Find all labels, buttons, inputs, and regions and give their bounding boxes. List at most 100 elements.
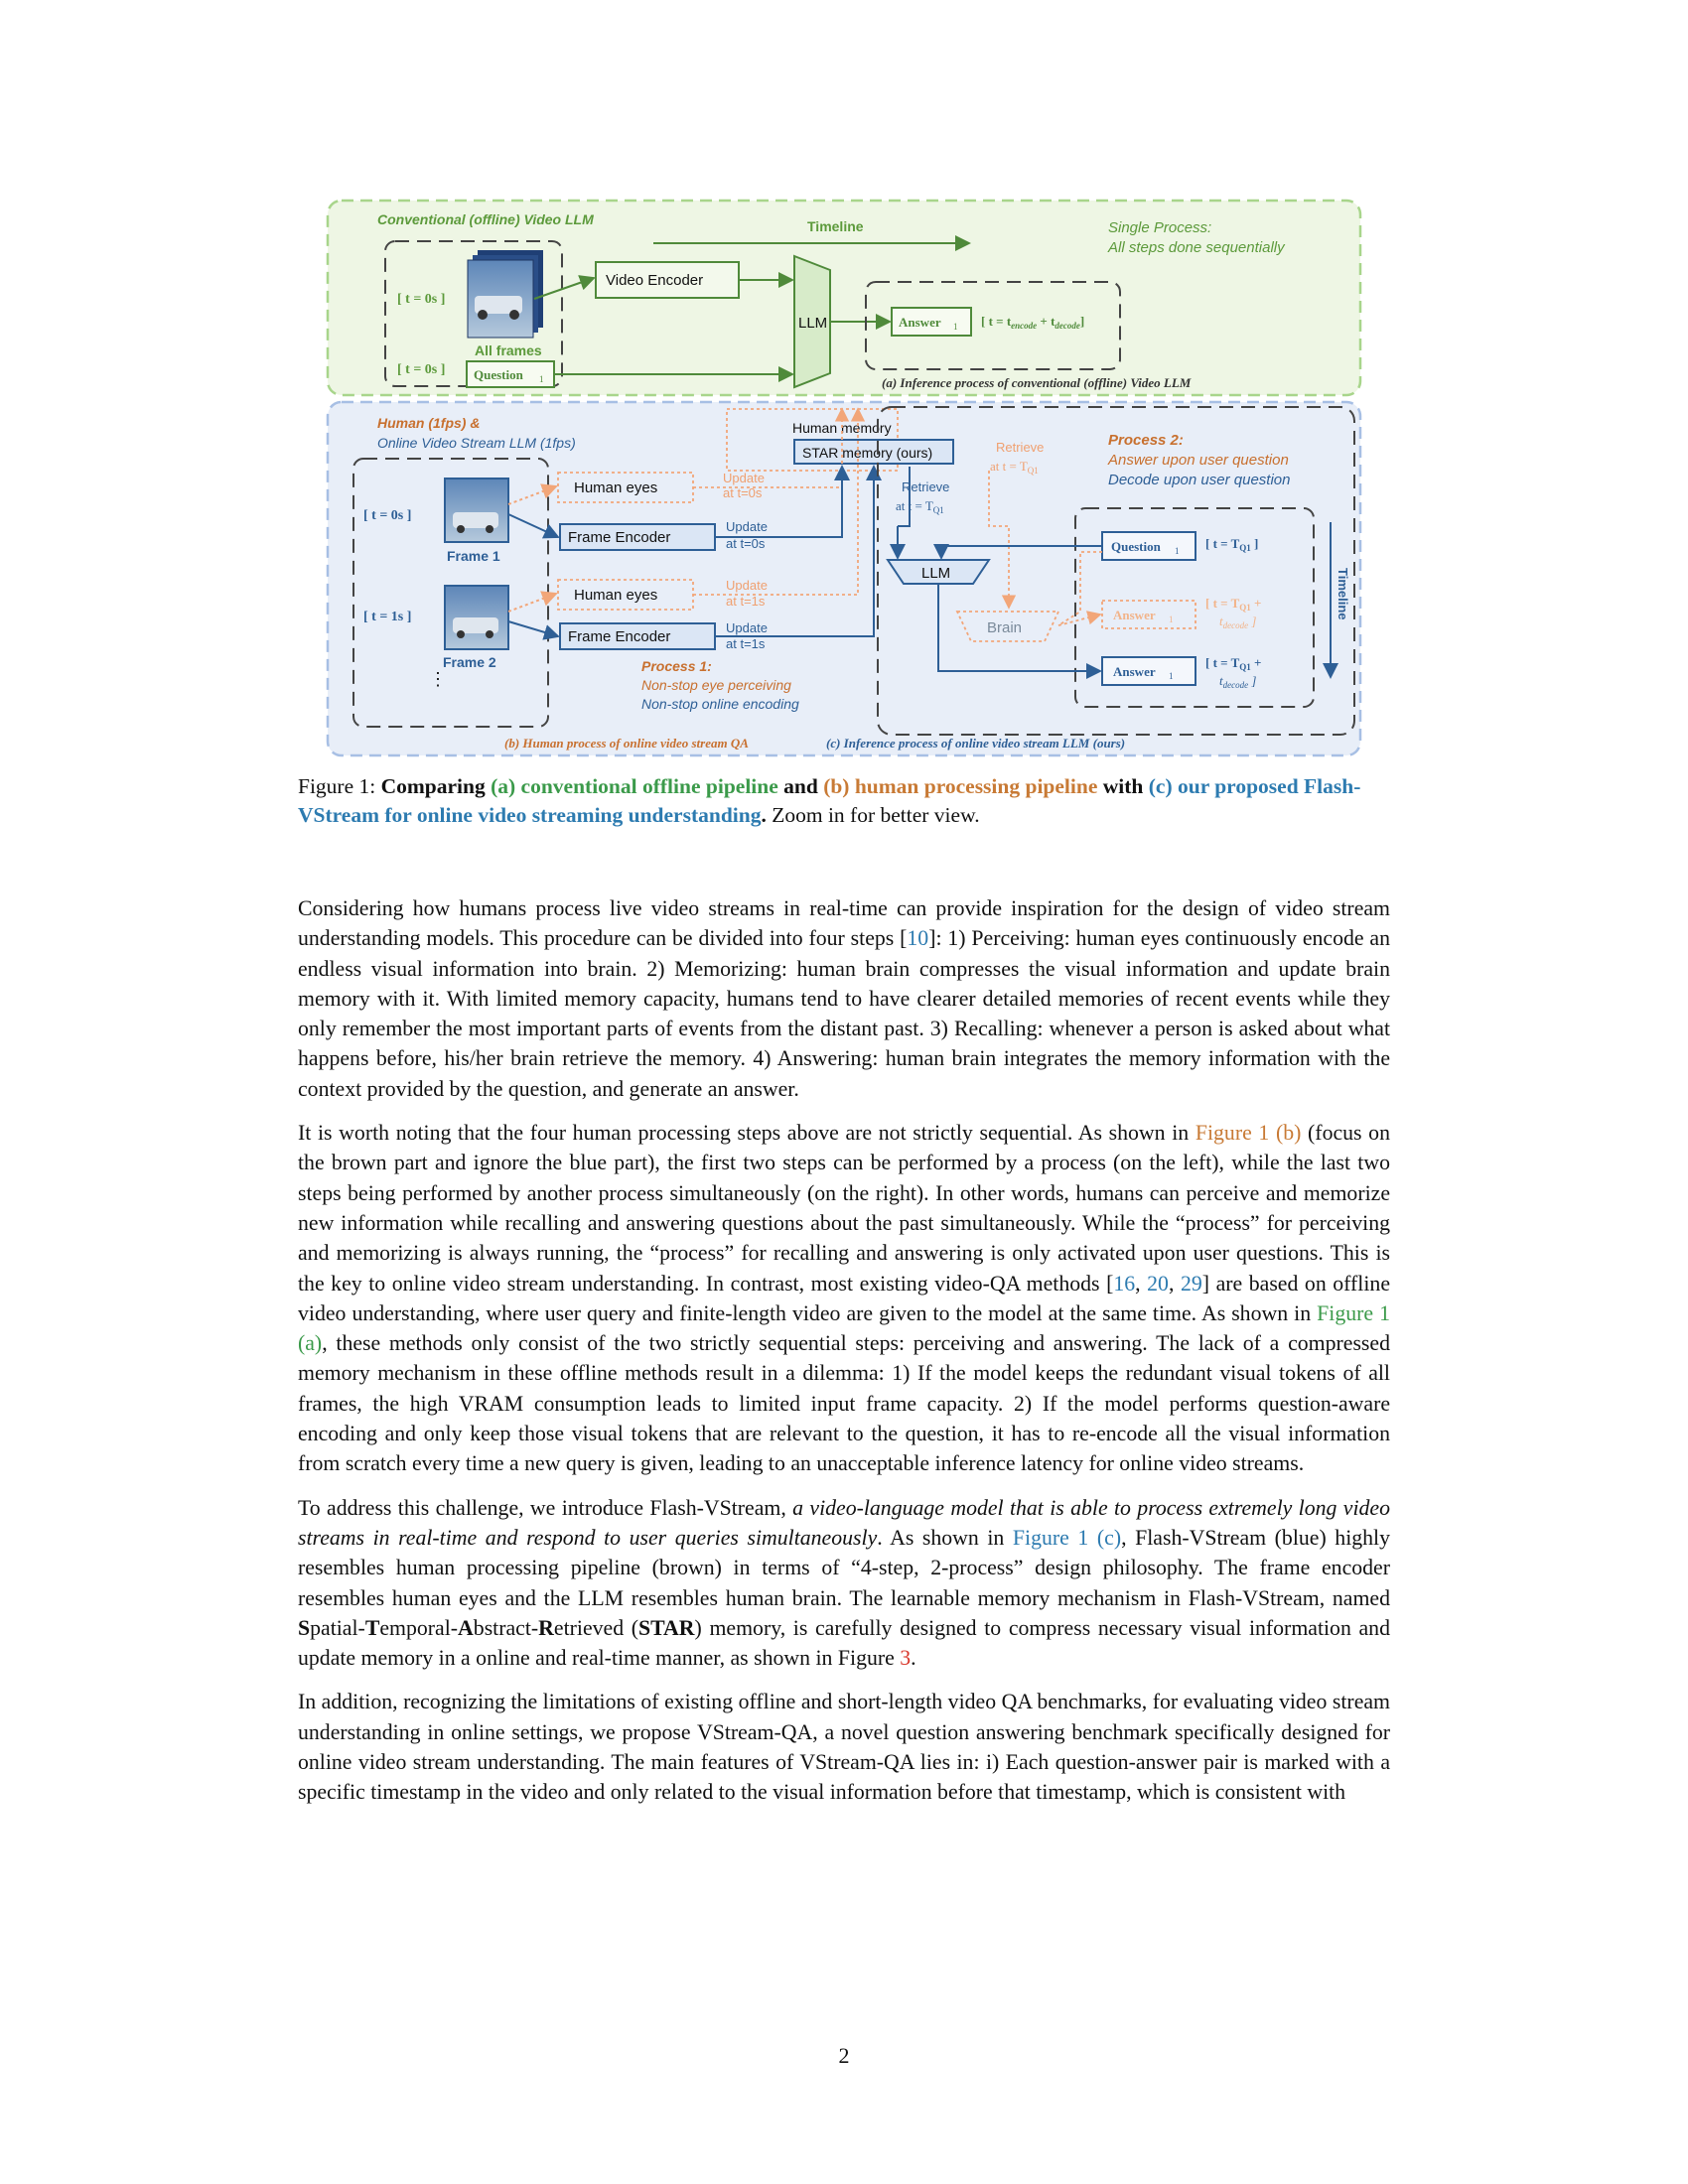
- all-frames-label: All frames: [475, 342, 542, 358]
- svg-text:1: 1: [953, 322, 958, 332]
- citation-link[interactable]: 10: [907, 926, 929, 951]
- figure-ref-link[interactable]: Figure 1 (a): [298, 1300, 1390, 1356]
- video-encoder-box: [595, 261, 740, 299]
- svg-text:⋮: ⋮: [429, 669, 447, 689]
- process2-answer: Answer upon user question: [1107, 452, 1289, 469]
- panel-a-title: Conventional (offline) Video LLM: [377, 211, 594, 227]
- question-box-a: [466, 360, 555, 388]
- citation-link[interactable]: 16: [1113, 1271, 1136, 1296]
- retrieve-human-label: Retrieve: [996, 440, 1044, 455]
- frame-encoder-label-2: Frame Encoder: [568, 628, 670, 645]
- caption-green: (a) conventional offline pipeline: [491, 774, 778, 798]
- llm-box-c: [886, 559, 991, 585]
- figure-ref-link[interactable]: Figure 1 (c): [1012, 1525, 1122, 1550]
- svg-text:1: 1: [1175, 546, 1180, 556]
- svg-text:1: 1: [1169, 671, 1174, 681]
- frame2-image: [444, 585, 509, 650]
- caption-brown: (b) human processing pipeline: [823, 774, 1098, 798]
- caption-blue: (c) our proposed Flash-VStream for onlin…: [298, 774, 1361, 827]
- human-1fps-label: Human (1fps) &: [377, 415, 480, 431]
- answer-time-human: [ t = TQ1 +: [1205, 596, 1261, 613]
- panel-a-caption: (a) Inference process of conventional (o…: [882, 375, 1192, 390]
- frame-encoder-label-1: Frame Encoder: [568, 529, 670, 546]
- answer-time-c: [ t = TQ1 +: [1205, 655, 1261, 672]
- page-number: 2: [838, 2043, 850, 2068]
- citation-link[interactable]: 29: [1180, 1271, 1202, 1296]
- process2-group: [877, 406, 1355, 736]
- time-label-a2: [ t = 0s ]: [397, 362, 445, 377]
- brain-box: [955, 611, 1060, 642]
- llm-label-c: LLM: [921, 565, 950, 582]
- answer-time-a: [ t = tencode + tdecode]: [981, 314, 1084, 331]
- qa-group: [1074, 507, 1315, 708]
- caption-tail: Zoom in for better view.: [766, 803, 980, 827]
- frame1-label: Frame 1: [447, 548, 500, 564]
- brain-label: Brain: [987, 619, 1022, 636]
- paragraph-4: In addition, recognizing the limitations…: [298, 1690, 1390, 1805]
- input-group-a: [384, 240, 563, 387]
- human-memory-box: [726, 408, 899, 472]
- answer-label-human: Answer: [1113, 608, 1156, 622]
- llm-box-a: [793, 254, 831, 389]
- frame2-label: Frame 2: [443, 654, 496, 670]
- question-label-a: Question: [474, 367, 524, 382]
- answer-box-c: [1101, 656, 1196, 686]
- body-text: Considering how humans process live vide…: [298, 893, 1390, 1822]
- update-llm-1: Update: [726, 620, 768, 635]
- answer-time-c-2: tdecode ]: [1219, 673, 1256, 690]
- frame-encoder-box-1: [559, 523, 716, 551]
- frame-encoder-box-2: [559, 622, 716, 650]
- update-human-1-time: at t=1s: [726, 594, 766, 609]
- answer-time-human-2: tdecode ]: [1219, 614, 1256, 630]
- process2-decode: Decode upon user question: [1108, 472, 1290, 488]
- caption-bold-3: with: [1097, 774, 1149, 798]
- update-llm-0: Update: [726, 519, 768, 534]
- svg-text:1: 1: [1169, 614, 1174, 624]
- human-eyes-label-1: Human eyes: [574, 479, 657, 496]
- output-group-a: [865, 281, 1121, 370]
- figure-ref-link[interactable]: Figure 1 (b): [1195, 1121, 1302, 1146]
- answer-box-a: [891, 307, 972, 337]
- answer-box-human: [1101, 600, 1196, 629]
- llm-label-a: LLM: [798, 315, 827, 332]
- frame1-image: [444, 478, 509, 543]
- paragraph-1: Considering how humans process live vide…: [298, 896, 1391, 1101]
- time-label-a1: [ t = 0s ]: [397, 292, 445, 307]
- panel-b-caption: (b) Human process of online video stream…: [504, 736, 749, 751]
- timeline-side-label: Timeline: [1336, 568, 1350, 620]
- online-llm-label: Online Video Stream LLM (1fps): [377, 435, 576, 451]
- all-frames-stack: [467, 250, 543, 339]
- single-process-desc: All steps done sequentially: [1107, 239, 1286, 256]
- svg-text:1: 1: [539, 374, 544, 384]
- answer-label-a: Answer: [899, 315, 941, 330]
- caption-bold-2: and: [777, 774, 824, 798]
- question-label-c: Question: [1111, 539, 1162, 554]
- human-eyes-label-2: Human eyes: [574, 587, 657, 604]
- answer-label-c: Answer: [1113, 664, 1156, 679]
- pipeline-diagram: Conventional (offline) Video LLM Timelin…: [326, 199, 1362, 757]
- paragraph-2: It is worth noting that the four human p…: [298, 1121, 1390, 1476]
- figure-1: Conventional (offline) Video LLM Timelin…: [326, 199, 1362, 759]
- figure-ref-link[interactable]: 3: [900, 1646, 912, 1671]
- process1-eye: Non-stop eye perceiving: [641, 677, 791, 693]
- timeline-top-label: Timeline: [807, 218, 864, 234]
- retrieve-llm-label: Retrieve: [902, 479, 949, 494]
- panel-a: [326, 199, 1362, 397]
- question-time-c: [ t = TQ1 ]: [1205, 536, 1258, 553]
- process2-label: Process 2:: [1108, 432, 1184, 449]
- caption-bold-4: .: [761, 803, 767, 827]
- video-encoder-label: Video Encoder: [606, 272, 703, 289]
- update-llm-1-time: at t=1s: [726, 636, 766, 651]
- update-llm-0-time: at t=0s: [726, 536, 766, 551]
- star-memory-box: [793, 439, 954, 465]
- caption-bold-1: Comparing: [380, 774, 492, 798]
- citation-link[interactable]: 20: [1147, 1271, 1169, 1296]
- retrieve-llm-time: at t = TQ1: [896, 498, 944, 515]
- time-label-b1: [ t = 1s ]: [363, 610, 411, 624]
- single-process-label: Single Process:: [1108, 219, 1211, 236]
- figure-caption: Figure 1: Comparing (a) conventional off…: [298, 772, 1390, 830]
- update-human-1: Update: [726, 578, 768, 593]
- paragraph-3: To address this challenge, we introduce …: [298, 1495, 1391, 1671]
- caption-prefix: Figure 1:: [298, 774, 381, 798]
